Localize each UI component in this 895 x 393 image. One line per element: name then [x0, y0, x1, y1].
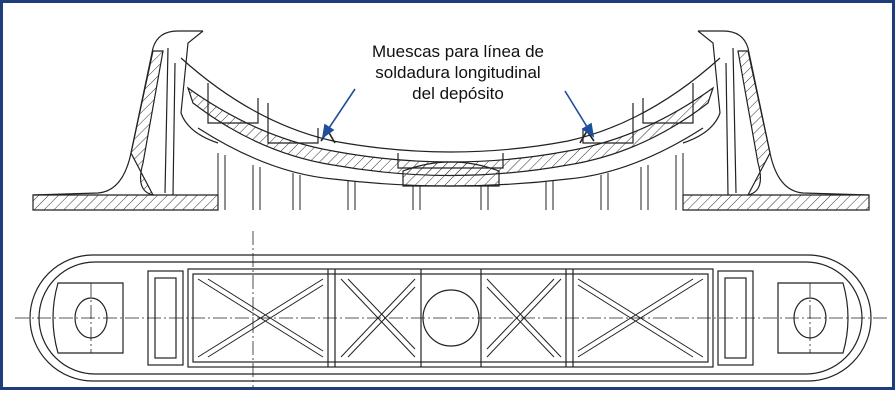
callout-line-3: del depósito — [412, 84, 504, 103]
right-callout-arrow — [564, 90, 590, 131]
section-ribs — [217, 153, 684, 210]
left-base-flange — [32, 194, 219, 211]
plan-outer-outline — [29, 254, 872, 382]
right-base-flange — [682, 194, 870, 211]
left-tower-wall — [130, 50, 164, 196]
saddle-shell — [186, 86, 715, 177]
right-tower-outer — [698, 30, 870, 196]
plan-view — [15, 231, 888, 388]
technical-drawing — [15, 30, 888, 388]
left-tower-outer — [32, 30, 203, 196]
section-view — [32, 30, 870, 211]
left-lug-pocket — [52, 282, 124, 354]
callout-arrows — [321, 88, 595, 139]
left-callout-arrow — [326, 88, 356, 132]
callout-line-1: Muescas para línea de — [372, 42, 544, 61]
callout-line-2: soldadura longitudinal — [375, 63, 541, 82]
center-lines — [15, 231, 888, 388]
right-lug-pocket — [777, 282, 849, 354]
saddle-upper-curve — [180, 57, 721, 153]
right-tower-wall — [737, 50, 771, 196]
weld-notch-callout: Muescas para línea de soldadura longitud… — [333, 41, 583, 104]
plan-inner-outline — [38, 261, 863, 375]
